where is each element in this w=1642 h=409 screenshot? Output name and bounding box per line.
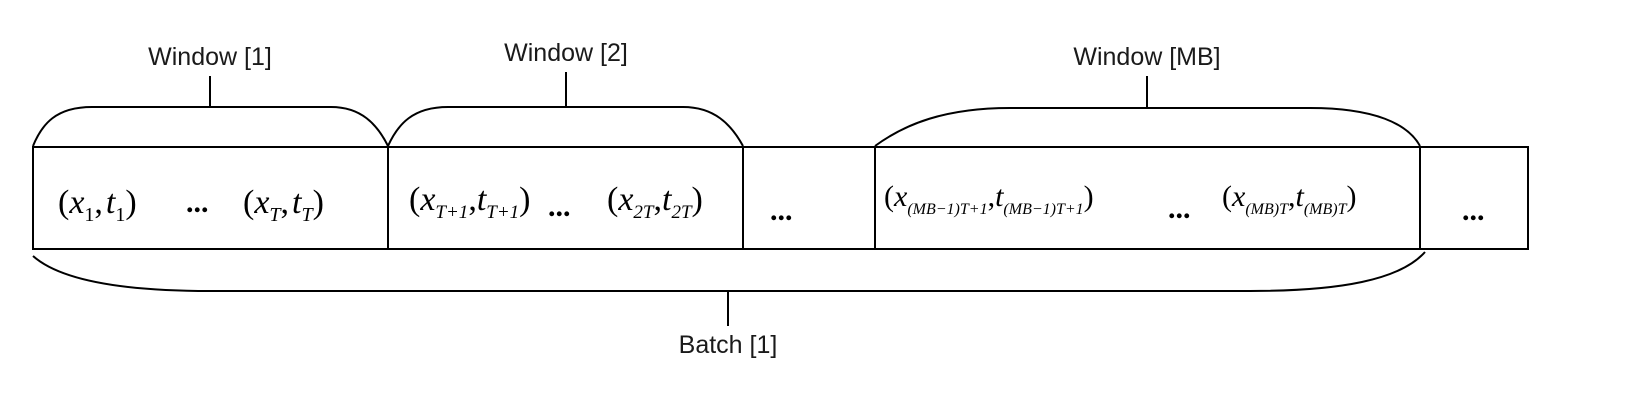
window-2-brace bbox=[387, 106, 744, 147]
cell-2-ellipsis: ... bbox=[548, 190, 571, 223]
batch-1-label: Batch [1] bbox=[679, 331, 778, 359]
window-mb-label: Window [MB] bbox=[1073, 43, 1220, 71]
batch-brace bbox=[32, 251, 1426, 292]
cell-1-last-pair: (xT,tT) bbox=[243, 184, 324, 226]
window-1-label: Window [1] bbox=[148, 43, 272, 71]
cell-2-first-pair: (xT+1,tT+1) bbox=[409, 181, 530, 223]
sequence-strip bbox=[32, 146, 1529, 250]
cell-3-ellipsis: ... bbox=[770, 194, 793, 227]
cell-1-first-pair: (x1,t1) bbox=[58, 184, 137, 226]
window-1-brace bbox=[32, 106, 389, 147]
window-mb-brace bbox=[874, 107, 1421, 147]
window-2-label: Window [2] bbox=[504, 39, 628, 67]
cell-4-last-pair: (x(MB)T,t(MB)T) bbox=[1222, 180, 1356, 218]
cell-2-last-pair: (x2T,t2T) bbox=[607, 181, 703, 223]
cell-5-ellipsis: ... bbox=[1462, 194, 1485, 227]
cell-1-ellipsis: ... bbox=[186, 186, 209, 219]
cell-4-first-pair: (x(MB−1)T+1,t(MB−1)T+1) bbox=[884, 180, 1094, 218]
cell-4-ellipsis: ... bbox=[1168, 192, 1191, 225]
